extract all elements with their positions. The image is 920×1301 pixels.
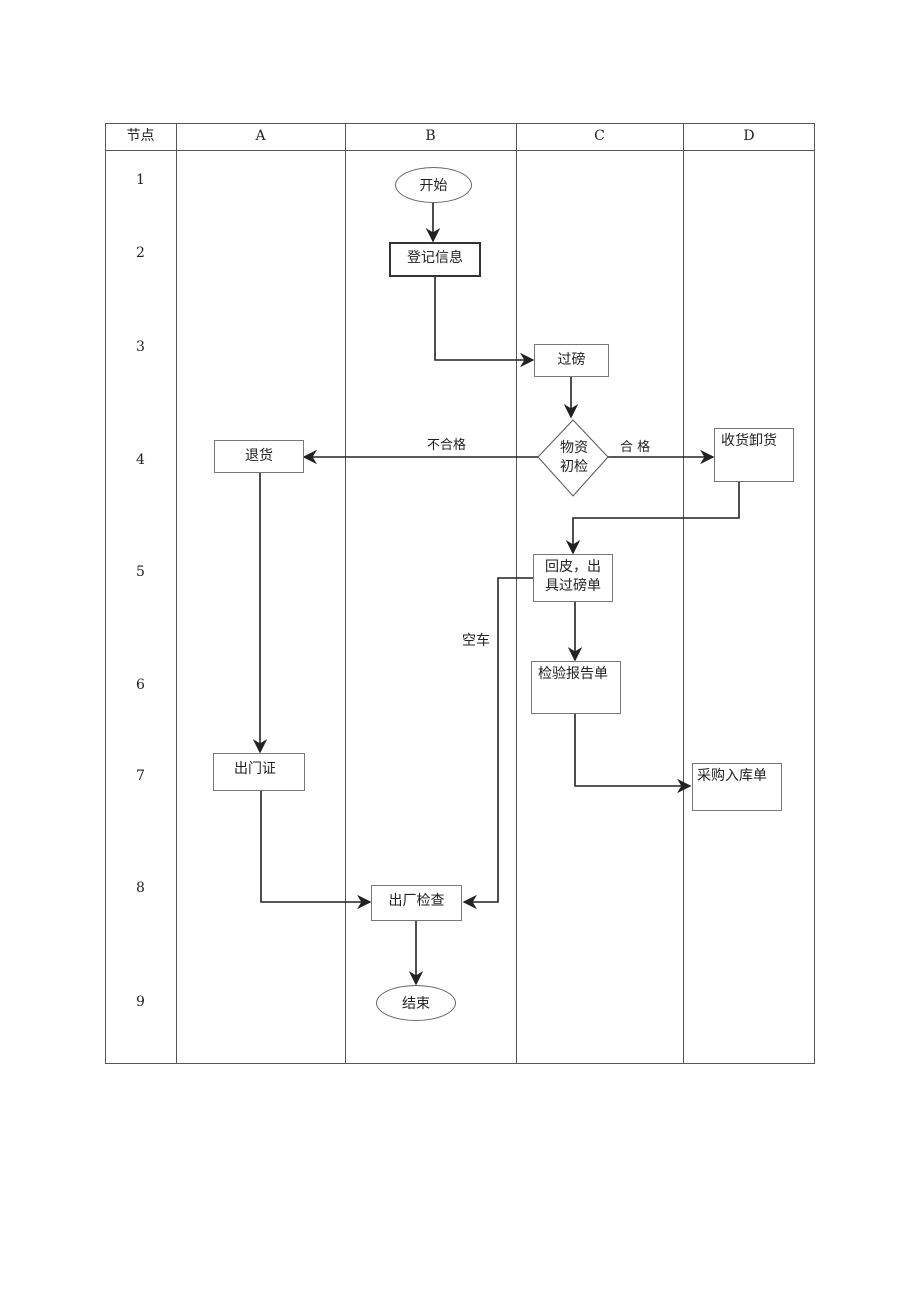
end-node: 结束 xyxy=(376,985,456,1021)
row-label-3: 3 xyxy=(136,339,145,355)
exit-check-node: 出厂检查 xyxy=(371,885,462,921)
row-label-6: 6 xyxy=(136,677,145,693)
edge-label-empty: 空车 xyxy=(462,633,490,649)
row-label-5: 5 xyxy=(136,564,145,580)
receive-unload-node: 收货卸货 xyxy=(714,428,794,482)
swimlane-table xyxy=(105,123,815,1064)
row-label-2: 2 xyxy=(136,245,145,261)
inspection-report-node: 检验报告单 xyxy=(531,661,621,714)
weigh-node: 过磅 xyxy=(534,344,609,377)
inspect-line-1: 物资 xyxy=(560,440,588,456)
edge-register-weigh xyxy=(434,277,535,368)
edge-tare-exit-empty xyxy=(462,577,533,910)
lane-divider-b-c xyxy=(516,123,517,1064)
start-node: 开始 xyxy=(395,167,472,203)
return-goods-node: 退货 xyxy=(214,440,304,473)
header-divider xyxy=(105,150,815,151)
inspect-line-2: 初检 xyxy=(560,459,588,475)
purchase-inbound-node: 采购入库单 xyxy=(692,763,782,811)
gate-pass-node: 出门证 xyxy=(213,753,305,791)
tare-line-1: 回皮，出 xyxy=(545,559,601,575)
lane-divider-node-a xyxy=(176,123,177,1064)
header-lane-d: D xyxy=(743,128,755,144)
header-lane-a: A xyxy=(255,128,266,144)
row-label-1: 1 xyxy=(136,172,145,188)
edge-gatepass-exit xyxy=(260,791,372,910)
header-node: 节点 xyxy=(126,128,155,144)
register-node: 登记信息 xyxy=(389,242,481,277)
tare-line-2: 具过磅单 xyxy=(545,578,601,594)
edge-label-fail: 不合格 xyxy=(427,438,467,453)
edge-report-purchase xyxy=(574,714,692,794)
row-label-9: 9 xyxy=(136,994,145,1010)
header-lane-b: B xyxy=(425,128,436,144)
edge-receive-tare xyxy=(565,482,740,555)
lane-divider-a-b xyxy=(345,123,346,1064)
inspect-diamond xyxy=(537,419,609,497)
row-label-4: 4 xyxy=(136,452,145,468)
edge-label-pass: 合 格 xyxy=(620,440,651,455)
inspect-node-text: 物资 初检 xyxy=(540,439,608,477)
row-label-7: 7 xyxy=(136,768,145,784)
header-lane-c: C xyxy=(594,128,605,144)
lane-divider-c-d xyxy=(683,123,684,1064)
row-label-8: 8 xyxy=(136,880,145,896)
tare-weighbill-node: 回皮，出 具过磅单 xyxy=(533,554,613,602)
